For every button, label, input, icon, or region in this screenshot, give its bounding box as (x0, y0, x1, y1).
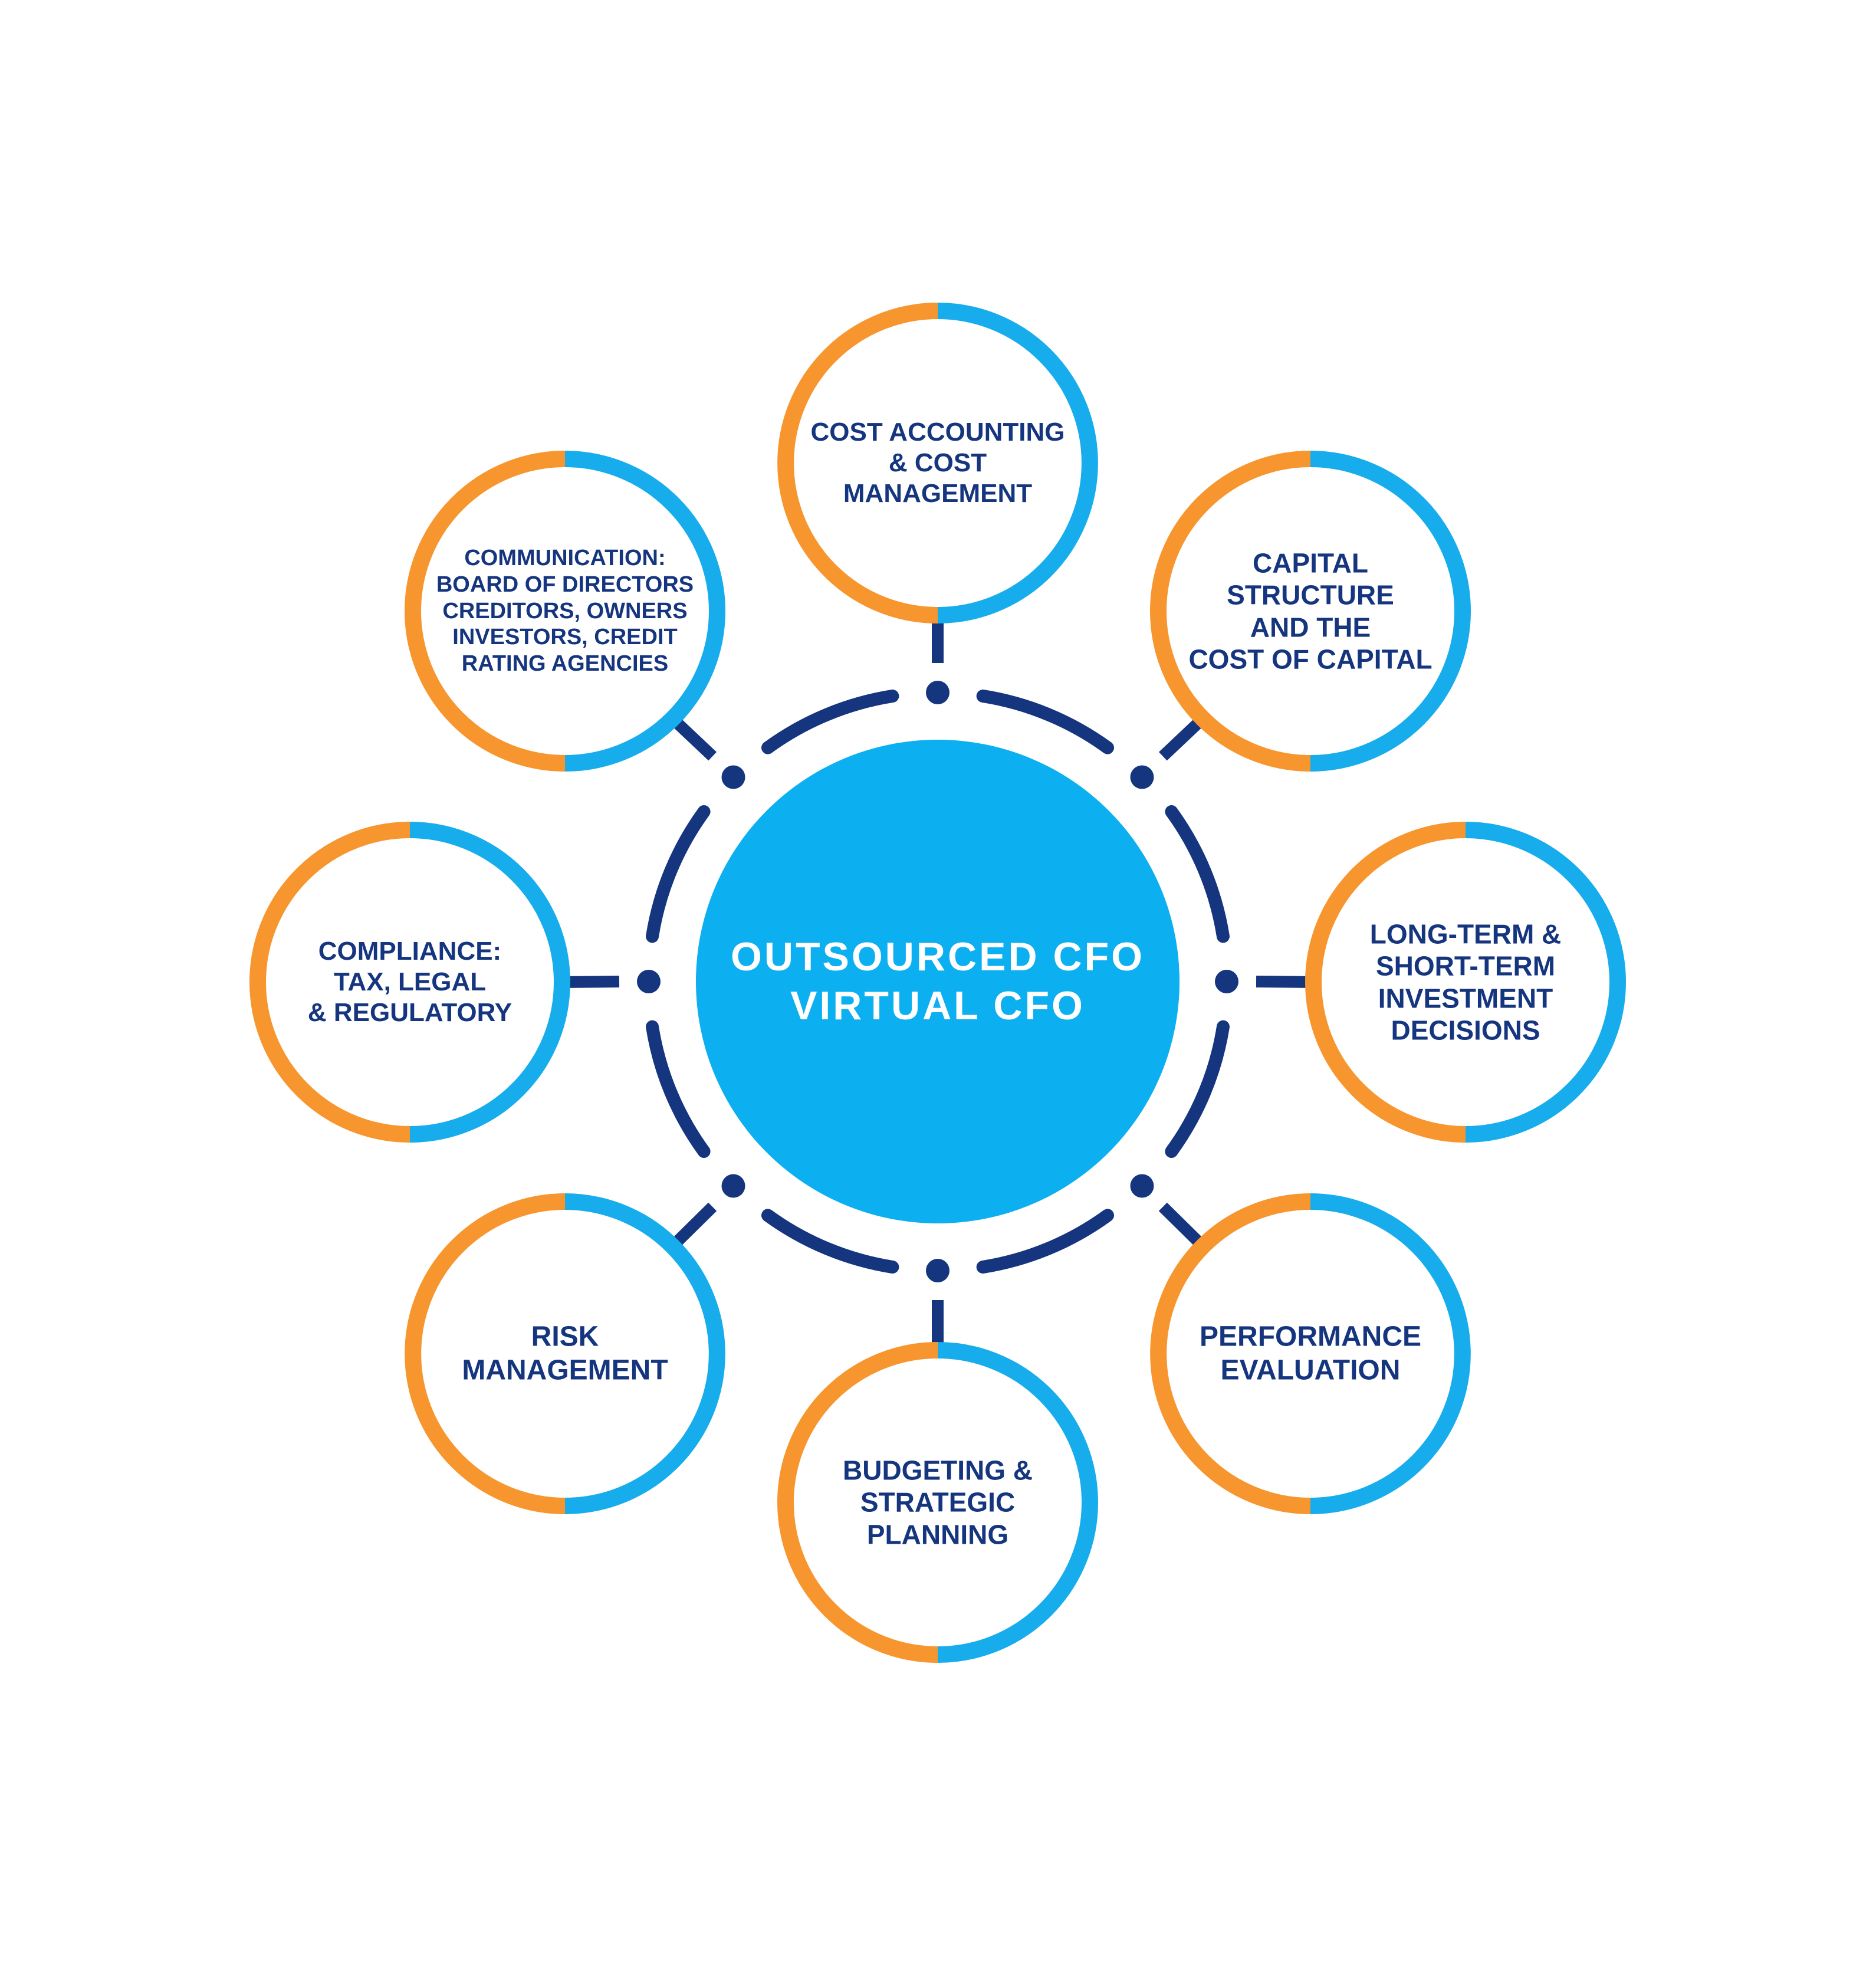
node-label-line: INVESTORS, CREDIT (452, 625, 678, 650)
node-ring-right-blue (937, 303, 1098, 623)
node-label-line: INVESTMENT (1378, 983, 1553, 1013)
node-label-line: LONG-TERM & (1369, 918, 1562, 950)
outer-ring-segment (976, 690, 1115, 754)
node-label-line: PERFORMANCE (1199, 1321, 1422, 1353)
node-label-compliance: COMPLIANCE:TAX, LEGAL& REGULATORY (308, 936, 512, 1028)
node-ring-left-orange (1150, 1193, 1311, 1514)
node-capital-structure (1150, 451, 1471, 772)
ring-dot-risk-management (721, 1174, 745, 1198)
ring-dot-compliance (637, 970, 661, 993)
node-background (786, 1350, 1090, 1655)
node-label-line: STRUCTURE (1227, 579, 1394, 611)
node-background (413, 1202, 717, 1506)
node-background (413, 459, 717, 763)
node-label-line: CREDITORS, OWNERS (442, 598, 688, 623)
ring-dot-performance-evaluation (1130, 1174, 1154, 1198)
node-label-line: RISK (531, 1321, 599, 1353)
node-ring-right-blue (1465, 822, 1626, 1143)
node-budgeting (777, 1342, 1098, 1663)
node-ring-right-blue (409, 822, 570, 1143)
node-label-line: DECISIONS (1391, 1015, 1540, 1046)
outer-ring-segment (646, 805, 711, 943)
node-background (786, 311, 1090, 615)
node-label-line: COST ACCOUNTING (810, 418, 1065, 447)
node-label-line: & REGULATORY (307, 997, 512, 1027)
ring-dot-investment-decisions (1215, 970, 1238, 993)
node-ring-right-blue (1310, 451, 1471, 772)
node-label-line: MANAGEMENT (843, 478, 1033, 508)
ring-dot-budgeting (926, 1259, 950, 1282)
ring-dot-cost-accounting (926, 681, 950, 704)
outer-ring-segment (976, 1209, 1115, 1274)
node-performance-evaluation (1150, 1193, 1471, 1514)
node-label-line: AND THE (1250, 612, 1371, 642)
outer-ring-segment (1165, 805, 1230, 943)
outer-ring-segment (1165, 1020, 1230, 1159)
node-label-line: BUDGETING & (843, 1455, 1033, 1486)
node-background (258, 830, 562, 1134)
node-cost-accounting (777, 303, 1098, 623)
node-label-line: & COST (888, 448, 987, 478)
node-background (1158, 459, 1463, 763)
center-circle (696, 740, 1180, 1223)
node-ring-right-blue (1310, 1193, 1471, 1514)
node-label-line: TAX, LEGAL (333, 967, 487, 997)
node-background (1313, 830, 1618, 1134)
node-label-line: MANAGEMENT (462, 1354, 668, 1386)
node-label-line: CAPITAL (1253, 547, 1368, 579)
outer-ring-segment (761, 690, 899, 754)
node-risk-management (405, 1193, 725, 1514)
node-label-line: RATING AGENCIES (461, 651, 669, 677)
node-ring-right-blue (937, 1342, 1098, 1663)
center-title-line: OUTSOURCED CFO (731, 934, 1145, 980)
node-ring-right-blue (564, 1193, 725, 1514)
node-communication (405, 451, 725, 772)
ring-dot-capital-structure (1130, 765, 1154, 789)
outer-ring-segment (761, 1209, 899, 1274)
node-label-line: COST OF CAPITAL (1188, 644, 1433, 675)
node-label-line: BOARD OF DIRECTORS (436, 572, 694, 597)
node-label-line: COMMUNICATION: (464, 545, 666, 570)
node-ring-left-orange (777, 303, 938, 623)
node-ring-left-orange (405, 1193, 566, 1514)
node-background (1158, 1202, 1463, 1506)
node-label-line: COMPLIANCE: (318, 937, 502, 966)
node-label-line: EVALUATION (1220, 1354, 1401, 1386)
node-ring-left-orange (1305, 822, 1466, 1143)
node-compliance (249, 822, 570, 1143)
node-label-line: SHORT-TERM (1375, 950, 1556, 982)
node-ring-left-orange (405, 451, 566, 772)
node-ring-right-blue (564, 451, 725, 772)
node-ring-left-orange (249, 822, 410, 1143)
center-title-line: VIRTUAL CFO (790, 983, 1085, 1028)
node-label-line: PLANNING (866, 1519, 1009, 1550)
node-ring-left-orange (1150, 451, 1311, 772)
ring-dot-communication (721, 765, 745, 789)
node-label-line: STRATEGIC (860, 1486, 1016, 1518)
outer-ring-segment (646, 1020, 711, 1159)
node-ring-left-orange (777, 1342, 938, 1663)
node-investment-decisions (1305, 822, 1626, 1143)
